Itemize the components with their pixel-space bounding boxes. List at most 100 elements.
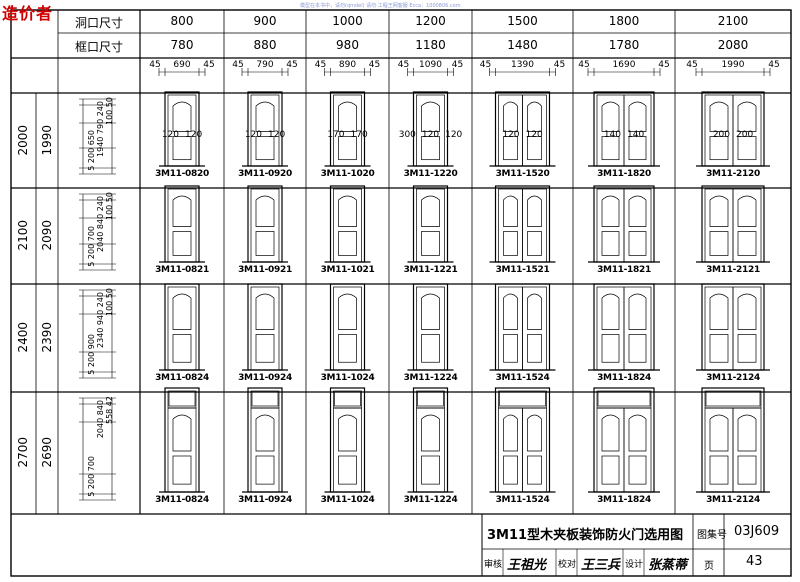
door-frame [164, 283, 200, 371]
door-3-0 [159, 387, 205, 493]
dim-left-3: 45 [397, 60, 410, 70]
door-panel-upper [709, 293, 729, 330]
door-panel-upper [601, 414, 620, 452]
door-code-2-0: 3M11-0824 [155, 373, 209, 383]
door-panel-upper [338, 414, 357, 452]
door-code-2-2: 3M11-1024 [320, 373, 375, 383]
door-mark-value: 170 [327, 130, 345, 140]
door-frame [329, 283, 366, 371]
hole-width-3: 1200 [415, 14, 446, 28]
door-panel-lower [737, 334, 757, 363]
door-code-3-0: 3M11-0824 [155, 495, 209, 505]
door-panel-upper [172, 195, 192, 227]
door-panel-lower [338, 231, 357, 256]
row-frame-height-0: 1990 [40, 124, 54, 156]
row-dim-a-3: 5 200 700 [87, 456, 96, 497]
door-panel-lower [601, 136, 620, 161]
row-dim-c-1: 100 50 [105, 192, 114, 220]
door-code-3-4: 3M11-1524 [495, 495, 550, 505]
door-code-0-3: 3M11-1220 [403, 169, 458, 179]
hole-width-5: 1800 [608, 14, 640, 28]
hole-width-6: 2100 [717, 14, 749, 28]
door-panel-upper [527, 101, 542, 132]
door-code-1-3: 3M11-1221 [403, 265, 458, 275]
review-label: 审核 [484, 560, 503, 570]
row-hole-height-0: 2000 [16, 124, 30, 156]
atlas-label: 图集号 [697, 530, 727, 541]
door-panel-upper [255, 293, 275, 330]
row-dim-c-0: 100 50 [105, 97, 114, 125]
dim-left-2: 45 [314, 60, 327, 70]
dim-left-1: 45 [232, 60, 244, 70]
door-leaf [416, 286, 445, 371]
door-panel-upper [709, 101, 729, 132]
row-dim-a-1: 5 200 700 [87, 226, 96, 267]
door-0-2 [324, 91, 371, 167]
page-number: 43 [746, 554, 763, 569]
door-panel-lower [737, 136, 757, 161]
door-mark-value: 300 [398, 130, 416, 140]
door-code-0-5: 3M11-1820 [597, 169, 651, 179]
door-1-1 [242, 185, 288, 263]
door-frame [329, 387, 366, 493]
door-code-0-2: 3M11-1020 [320, 169, 375, 179]
door-panel-lower [503, 136, 518, 161]
door-code-0-0: 3M11-0820 [155, 169, 209, 179]
door-panel-upper [601, 101, 620, 132]
door-panel-lower [255, 455, 275, 485]
door-code-3-6: 3M11-2124 [706, 495, 760, 505]
door-3-3 [407, 387, 454, 493]
hole-width-1: 900 [253, 14, 277, 28]
transom [499, 391, 546, 407]
door-panel-upper [172, 101, 192, 132]
door-frame [164, 91, 200, 167]
door-frame [247, 283, 283, 371]
door-panel-lower [421, 455, 440, 485]
door-panel-upper [628, 195, 647, 227]
door-2-1 [242, 283, 288, 371]
door-code-2-1: 3M11-0924 [238, 373, 292, 383]
door-code-0-1: 3M11-0920 [238, 169, 292, 179]
door-panel-upper [527, 414, 542, 452]
frame-width-0: 780 [170, 38, 194, 52]
dim-mid-5: 1690 [612, 60, 636, 70]
door-mark-value: 120 [525, 130, 543, 140]
door-panel-lower [709, 231, 729, 256]
dim-mid-0: 690 [173, 60, 191, 70]
dim-right-3: 45 [451, 60, 464, 70]
door-3-1 [242, 387, 288, 493]
dim-right-5: 45 [658, 60, 670, 70]
frame-width-1: 880 [253, 38, 277, 52]
door-panel-lower [172, 231, 192, 256]
door-code-3-5: 3M11-1824 [597, 495, 651, 505]
row-dimension-lines [79, 98, 116, 501]
row-dim-b-1: 2040 840 240 [96, 196, 105, 252]
door-code-1-5: 3M11-1821 [597, 265, 651, 275]
design-label: 设计 [625, 560, 644, 570]
transom [417, 391, 444, 407]
door-panel-lower [527, 334, 542, 363]
door-2-2 [324, 283, 371, 371]
row-dim-c-2: 100 50 [105, 288, 114, 316]
door-1-2 [324, 185, 371, 263]
row-frame-height-1: 2090 [40, 220, 54, 251]
door-0-0 [159, 91, 205, 167]
design-signature: 张蒸蒂 [648, 558, 688, 573]
door-0-6 [696, 91, 770, 167]
frame-width-5: 1780 [608, 38, 640, 52]
door-3-4 [489, 387, 556, 493]
door-panel-upper [601, 293, 620, 330]
door-leaf [416, 188, 445, 263]
dim-mid-1: 790 [256, 60, 274, 70]
transom [705, 391, 761, 407]
dim-mid-6: 1990 [721, 60, 745, 70]
door-mark-value: 170 [350, 130, 368, 140]
width-dimension-lines [158, 68, 771, 76]
door-mark-value: 120 [244, 130, 262, 140]
door-panel-lower [421, 231, 440, 256]
door-panel-lower [255, 231, 275, 256]
dim-left-4: 45 [479, 60, 492, 70]
door-elevations [159, 91, 770, 493]
door-panel-lower [737, 455, 757, 485]
